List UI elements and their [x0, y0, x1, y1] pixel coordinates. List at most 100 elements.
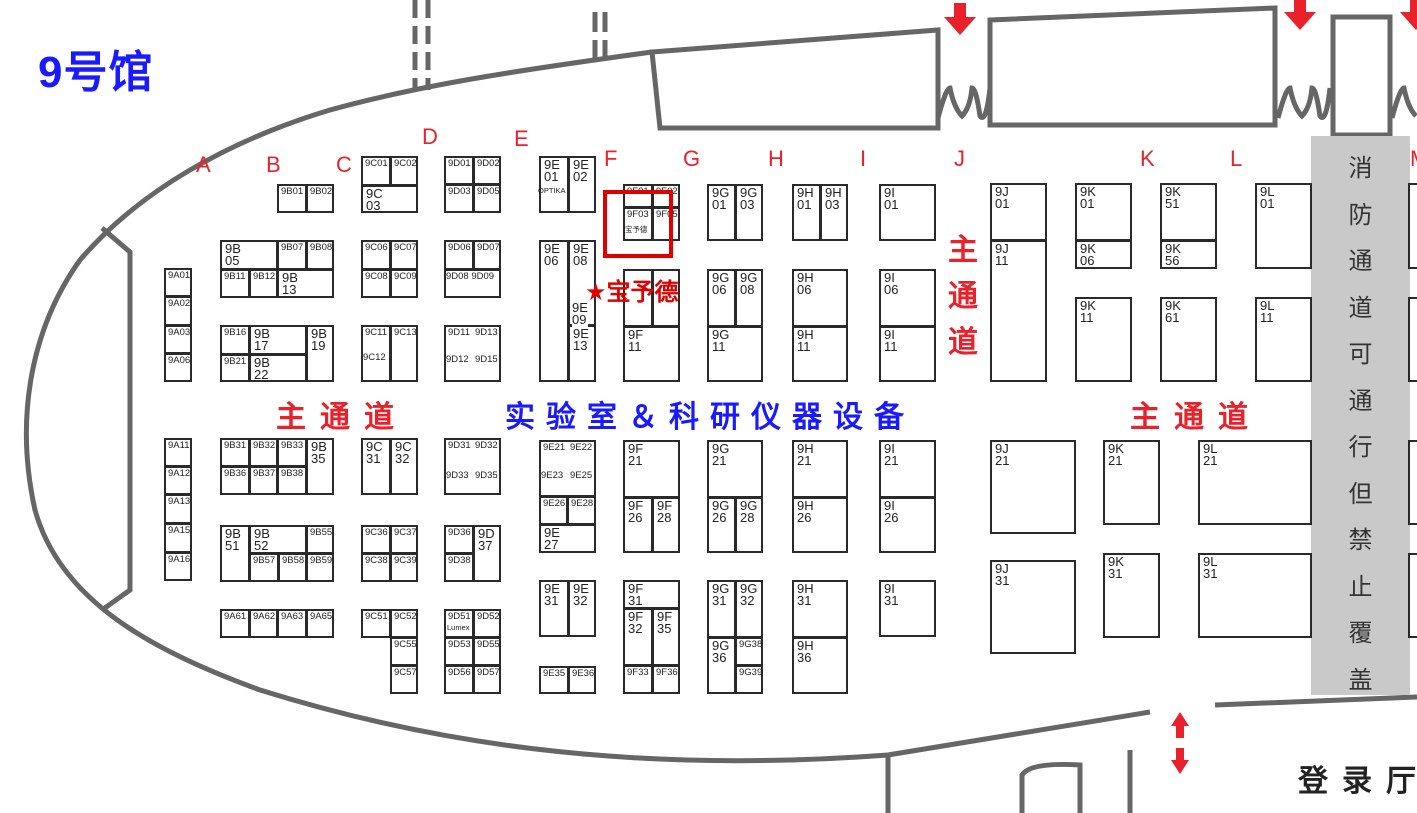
booth[interactable]: 9H 31	[792, 580, 848, 638]
booth[interactable]: 9G 06	[707, 269, 736, 327]
booth[interactable]: 9L 11	[1255, 297, 1312, 382]
booth[interactable]: 9B55	[306, 525, 334, 554]
booth[interactable]: 9F36	[652, 665, 680, 694]
booth[interactable]: 9F 28	[652, 497, 680, 553]
booth[interactable]: 9D03	[444, 184, 474, 213]
booth[interactable]: 9C09	[390, 269, 418, 298]
booth[interactable]: 9C07	[390, 240, 418, 270]
booth[interactable]: 9D53	[444, 637, 474, 666]
booth[interactable]: 9I 31	[879, 580, 936, 637]
booth[interactable]: 9B32	[249, 438, 278, 467]
booth[interactable]: 9A16	[164, 552, 192, 581]
booth[interactable]: 9D06	[444, 240, 474, 270]
booth[interactable]: 9A63	[277, 609, 307, 638]
booth[interactable]: 9F 11	[623, 326, 680, 382]
booth[interactable]: 9B07	[277, 240, 307, 270]
booth[interactable]: 9E 06	[539, 240, 569, 382]
booth[interactable]: 9B21	[220, 354, 250, 382]
booth[interactable]: 9A61	[220, 609, 250, 638]
booth[interactable]	[1408, 297, 1417, 382]
booth[interactable]: 9C08	[361, 269, 391, 298]
booth[interactable]: 9I 06	[879, 269, 936, 327]
booth[interactable]: 9G 08	[735, 269, 763, 327]
booth[interactable]: 9K 31	[1103, 553, 1160, 638]
booth[interactable]: 9D05	[473, 184, 501, 213]
booth[interactable]: 9C57	[390, 665, 418, 694]
booth[interactable]: 9H 36	[792, 637, 848, 694]
booth[interactable]: 9G38	[735, 637, 763, 666]
booth[interactable]: 9H 01	[792, 184, 821, 241]
booth[interactable]: 9E28	[567, 496, 596, 525]
booth[interactable]: 9E 32	[568, 580, 596, 637]
booth[interactable]: 9B 35	[306, 438, 334, 495]
booth[interactable]: 9B 05	[220, 240, 278, 270]
booth[interactable]: 9B01	[277, 184, 307, 213]
booth[interactable]: 9G39	[735, 665, 763, 694]
booth[interactable]: 9E36	[568, 666, 596, 694]
booth[interactable]: 9G 03	[735, 184, 763, 241]
booth[interactable]: 9C52	[390, 609, 418, 638]
booth[interactable]: 9C51	[361, 609, 391, 638]
booth[interactable]: 9G 36	[707, 637, 736, 694]
booth[interactable]: 9F 32	[623, 608, 653, 666]
booth[interactable]	[652, 269, 680, 327]
booth[interactable]: 9B 22	[249, 354, 307, 382]
booth[interactable]: 9A62	[249, 609, 278, 638]
booth[interactable]: 9L 21	[1198, 440, 1312, 525]
booth[interactable]: 9D 37	[473, 525, 501, 582]
booth[interactable]: 9K 01	[1075, 183, 1132, 241]
booth[interactable]: 9H 26	[792, 497, 848, 553]
booth[interactable]: 9E21	[539, 440, 596, 497]
booth[interactable]: 9I 01	[879, 184, 936, 241]
booth[interactable]: 9B02	[306, 184, 334, 213]
booth[interactable]: 9G 01	[707, 184, 736, 241]
booth[interactable]: 9B08	[306, 240, 334, 270]
booth[interactable]: 9C39	[390, 553, 418, 582]
booth[interactable]: 9A13	[164, 494, 192, 524]
booth[interactable]: 9C 32	[390, 438, 418, 495]
booth[interactable]: 9B31	[220, 438, 250, 467]
booth[interactable]: 9B37	[249, 466, 278, 495]
booth[interactable]: 9I 11	[879, 326, 936, 382]
booth[interactable]: 9A11	[164, 438, 192, 467]
booth[interactable]: 9H 21	[792, 440, 848, 498]
booth[interactable]: 9B 19	[306, 325, 334, 382]
booth[interactable]	[444, 269, 501, 298]
booth[interactable]: 9D11	[444, 325, 501, 382]
booth[interactable]: 9H 06	[792, 269, 848, 327]
booth[interactable]	[1408, 183, 1417, 269]
booth[interactable]: 9C 31	[361, 438, 391, 495]
booth[interactable]: 9C55	[390, 637, 418, 666]
booth[interactable]: 9K 51	[1160, 183, 1217, 241]
booth[interactable]: 9E 02	[568, 156, 596, 213]
booth[interactable]: 9B38	[277, 466, 307, 495]
booth[interactable]: 9D31	[444, 438, 501, 495]
booth[interactable]: 9E26	[539, 496, 568, 525]
booth[interactable]: 9K 61	[1160, 297, 1217, 382]
booth[interactable]: 9E 01	[539, 156, 569, 213]
booth[interactable]: 9G 26	[707, 497, 736, 553]
booth[interactable]: 9C37	[390, 525, 418, 554]
booth[interactable]: 9C06	[361, 240, 391, 270]
booth[interactable]: 9B59	[306, 553, 334, 582]
booth[interactable]: 9C02	[390, 156, 418, 186]
booth[interactable]: 9C13	[390, 325, 418, 382]
booth[interactable]: 9E35	[539, 666, 569, 694]
booth[interactable]: 9D56	[444, 665, 474, 694]
booth[interactable]: 9F 26	[623, 497, 653, 553]
booth[interactable]: 9D57	[473, 665, 501, 694]
booth[interactable]: 9D38	[444, 553, 474, 582]
booth[interactable]: 9D02	[473, 156, 501, 185]
booth[interactable]: 9B11	[220, 269, 250, 298]
booth[interactable]: 9C 03	[361, 185, 418, 213]
booth[interactable]: 9A01	[164, 268, 192, 297]
booth[interactable]: 9L 01	[1255, 183, 1312, 269]
booth[interactable]: 9F05	[652, 207, 680, 241]
booth[interactable]: 9E 13	[568, 325, 596, 382]
booth[interactable]: 9B57	[249, 553, 279, 582]
booth[interactable]: 9A12	[164, 466, 192, 495]
booth[interactable]: 9J 11	[990, 240, 1047, 382]
booth[interactable]: 9D36	[444, 525, 474, 554]
booth[interactable]: 9G 32	[735, 580, 763, 638]
booth[interactable]: 9G 11	[707, 326, 763, 382]
